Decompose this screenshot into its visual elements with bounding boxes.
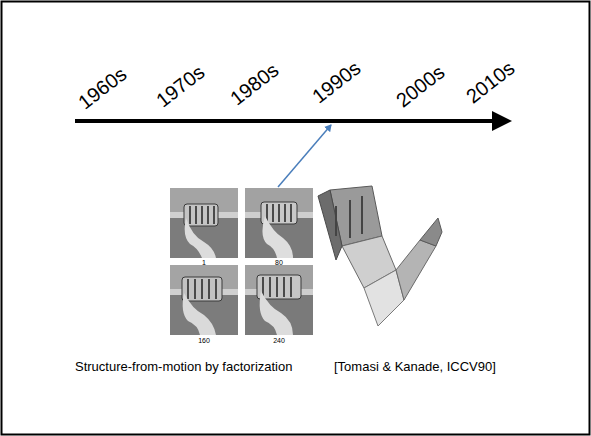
hand — [260, 291, 293, 335]
pointer-arrow — [278, 125, 331, 187]
cup — [257, 275, 301, 299]
video-frame — [245, 188, 313, 258]
cup-stripes — [336, 196, 362, 238]
video-frame — [170, 265, 238, 335]
frame-ground — [170, 265, 238, 335]
frame-ground — [245, 265, 313, 335]
cup-stripes — [190, 206, 214, 224]
decade-label: 2010s — [462, 57, 517, 106]
cup-stripes — [267, 204, 291, 222]
frame-number: 160 — [198, 337, 210, 344]
cup — [182, 277, 222, 301]
frame-ground — [170, 188, 238, 258]
cup-stripes — [263, 277, 291, 297]
hand — [183, 293, 216, 335]
cup-stripes — [188, 279, 216, 299]
frame-ground — [245, 188, 313, 258]
surface-patch — [396, 240, 436, 300]
video-frame — [170, 188, 238, 258]
decade-label: 2000s — [392, 61, 447, 110]
hand — [185, 218, 216, 258]
citation-text: [Tomasi & Kanade, ICCV90] — [334, 360, 496, 373]
decade-label: 1990s — [308, 57, 363, 106]
frame-number: 240 — [273, 337, 285, 344]
surface-patch — [420, 218, 442, 246]
reconstruction — [318, 186, 442, 326]
video-frame — [245, 265, 313, 335]
cup — [184, 204, 218, 226]
frame-number: 1 — [202, 259, 206, 266]
decade-label: 1960s — [74, 63, 129, 112]
timeline-line — [75, 119, 498, 123]
decade-label: 1970s — [152, 61, 207, 110]
caption-text: Structure-from-motion by factorization — [75, 360, 292, 373]
frame-number: 80 — [275, 259, 283, 266]
surface-patch — [318, 190, 342, 260]
timeline-arrowhead — [492, 111, 512, 131]
decade-label: 1980s — [226, 59, 281, 108]
hand — [262, 216, 293, 258]
